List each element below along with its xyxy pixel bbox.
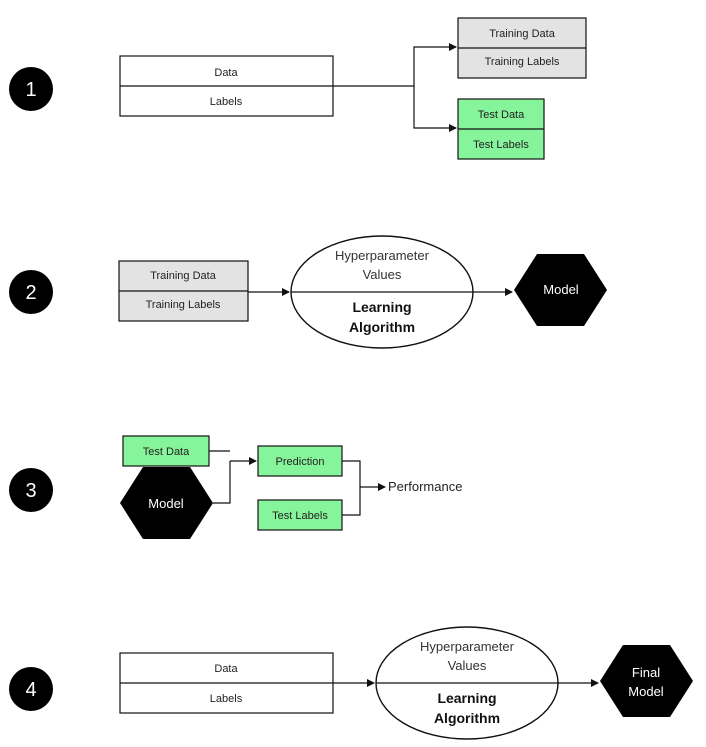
step1-training-box: Training Data Training Labels [457, 17, 587, 79]
step3-to-performance-connector [342, 460, 386, 516]
step-badge-3: 3 [9, 468, 53, 512]
step2-training-data-label: Training Data [150, 270, 217, 282]
step3-test-data-label: Test Data [143, 446, 190, 458]
step3-test-labels-box: Test Labels [257, 499, 343, 531]
step4-algo-line2: Algorithm [434, 710, 500, 726]
step1-training-labels-label: Training Labels [485, 56, 560, 68]
step4-hyper-line2: Values [448, 658, 487, 673]
step1-split-connector [333, 43, 457, 132]
step4-learning-algorithm-ellipse: Hyperparameter Values Learning Algorithm [375, 626, 559, 740]
step-badge-1: 1 [9, 67, 53, 111]
step4-final-line2: Model [628, 684, 664, 699]
step4-final-model-hexagon: Final Model [600, 645, 693, 717]
step1-test-box: Test Data Test Labels [457, 98, 545, 160]
step2-algo-line2: Algorithm [349, 319, 415, 335]
step2-algo-line1: Learning [352, 299, 411, 315]
step4-data-label: Data [214, 663, 238, 675]
step3-model-hexagon: Model [120, 467, 213, 539]
step3-prediction-box: Prediction [257, 445, 343, 477]
step2-model-hexagon: Model [514, 254, 607, 326]
svg-text:2: 2 [25, 282, 36, 304]
step3-performance-label: Performance [388, 479, 462, 494]
step4-labels-label: Labels [210, 693, 243, 705]
step-badge-4: 4 [9, 667, 53, 711]
step1-test-data-label: Test Data [478, 109, 525, 121]
step2-training-labels-label: Training Labels [146, 299, 221, 311]
step2-training-box: Training Data Training Labels [118, 260, 249, 322]
step1-training-data-label: Training Data [489, 28, 556, 40]
step1-labels-label: Labels [210, 96, 243, 108]
step3-to-prediction-connector [209, 450, 257, 504]
svg-text:3: 3 [25, 480, 36, 502]
step1-data-label: Data [214, 67, 238, 79]
step3-test-data-box: Test Data [122, 435, 210, 467]
step-badge-2: 2 [9, 270, 53, 314]
svg-text:1: 1 [25, 79, 36, 101]
svg-text:4: 4 [25, 679, 36, 701]
step3-prediction-label: Prediction [276, 456, 325, 468]
step4-algo-line1: Learning [437, 690, 496, 706]
step4-data-labels-box: Data Labels [119, 652, 334, 714]
step4-hyper-line1: Hyperparameter [420, 639, 515, 654]
step4-final-line1: Final [632, 665, 660, 680]
step2-hyper-line1: Hyperparameter [335, 248, 430, 263]
step2-learning-algorithm-ellipse: Hyperparameter Values Learning Algorithm [290, 235, 474, 349]
step2-model-label: Model [543, 282, 579, 297]
step3-test-labels-label: Test Labels [272, 510, 328, 522]
step2-hyper-line2: Values [363, 267, 402, 282]
step1-test-labels-label: Test Labels [473, 139, 529, 151]
step3-model-label: Model [148, 496, 184, 511]
step1-data-labels-box: Data Labels [119, 55, 334, 117]
